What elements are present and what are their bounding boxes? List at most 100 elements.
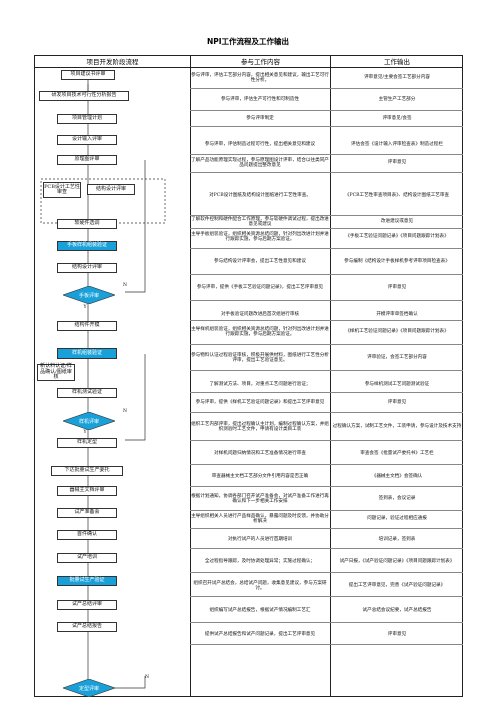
row-content: 了解产品功能原理实现过程，参与原理图设计评审，结合以往类同产品问题提出整改意见 [191,157,329,168]
node-feasibility-report: 研发项目技术可行性分析报告 [39,91,129,101]
row-output: 改进建议或意见 [380,219,414,225]
node-first-article: 首件确认 [57,530,117,540]
node-schematic-review: 原理图评审 [57,155,117,165]
decision-1-no: N [122,283,128,289]
node-new-material: 新认料认证/样品确认/图纸审核 [37,364,75,381]
divider-1 [190,56,191,696]
row-divider [190,215,463,216]
node-project-proposal-review: 项目建议书评审 [61,70,115,80]
row-divider [190,344,463,345]
page-title: NPI工作流程及工作输出 [206,37,290,46]
row-content: 了解软件控制和硬件配合工作原理，参与软硬件调试过程，提出改进意见或建议 [191,216,329,227]
row-content: 对执行试产的人员进行首期培训 [227,537,293,543]
decision-sample-label: 样机评审 [78,418,99,425]
row-divider [190,248,463,249]
divider-2 [330,56,331,696]
row-divider [190,440,463,441]
row-divider [190,510,463,511]
row-output: 《样机工艺验证问题记录》《项目问题跟踪计划表》 [345,329,449,335]
row-output: 评审意见 [387,632,407,638]
node-pcb-review: PCB设计工艺性审查 [43,182,81,198]
row-divider [190,486,463,487]
row-divider [190,548,463,549]
decision-prototype-label: 手板评审 [78,292,99,299]
row-output: 《手板工艺验证问题记录》《项目问题跟踪计划表》 [345,234,449,240]
node-trial-summary-review: 试产总结评审 [57,600,117,610]
row-content: 组织召开试产总结会，总结试产问题，收集意见建议，参与方案研讨。 [193,580,327,591]
row-content: 参与物料认证过程验证审核，积极开展供材料，图纸进行工艺性分析评审，提出工艺验证意… [191,352,329,363]
row-output: 参与编制《结构设计手板样机参考评审项目检查表》 [344,258,450,264]
row-content: 参与评审，评估生产可行性和可制造性 [220,97,300,103]
workflow-table: 项目开发阶段流程 参与工作内容 工作输出 参与评审，评估工艺部分内容，提出相关意… [34,55,463,698]
row-divider [190,228,463,229]
node-trial-prep: 试产准备会 [57,508,117,518]
row-output: 评审意见/会签 [382,116,412,122]
node-trial-order: 下达批量试生产委托 [51,466,123,476]
row-content: 主导样机组装验证，组织相关资源总结问题，针对列出改进计划并进行跟踪实施，参与后期… [191,326,329,337]
row-content: 组织工艺内部评审，提出过程确认主计划，编制过程确认方案，并组织测验时工艺文件，申… [191,421,329,432]
row-output: 过程确认方案，试制工艺文件，工装申请，参与设计及技术支持 [332,424,462,430]
row-divider [190,572,463,573]
row-content: 参与评审，提供《手板工艺验证问题记录》，提出工艺评审意见 [196,285,324,291]
row-content: 了解测试方法、项目，对重点工艺问题进行验证； [209,382,311,388]
node-trial-training: 试产培训 [57,553,117,563]
row-content: 主导手板组装验证，组织相关资源总结问题，针对列出改进计划并进行跟踪实施，参与后期… [191,231,329,242]
row-divider [190,644,463,645]
row-divider [190,412,463,413]
row-content: 主导组织相关人员进行产品样品确认，暴露问题及时反馈，并协助分析解决 [191,513,329,524]
node-structure-review: 结构设计评审 [87,184,135,195]
decision-prototype-review: 手板评审 [62,285,116,305]
node-structure-review-2: 结构设计评审 [57,263,117,273]
row-divider [190,88,463,89]
row-content: 根据计划通知，协调各部门召开试产准备会，对试产准备工作进行再确认和下一步相关工作… [191,493,329,504]
row-output: 《PCB工艺性审查项目表》、结构设计图纸工艺审查 [344,193,450,199]
row-content: 对样机问题归纳情况和工艺准备情况进行审查 [214,451,306,457]
row-output: 评估会签《设计输入评审检查表》制造过程栏 [351,142,443,148]
row-divider [190,274,463,275]
row-divider [190,154,463,155]
decision-3-no: N [144,675,150,681]
row-content: 参与评审制定 [246,116,274,122]
node-software-hardware: 软硬件选调 [57,219,117,229]
row-divider [190,528,463,529]
decision-2-no: N [122,409,128,415]
node-mold-opening: 结构件开模 [57,321,117,331]
row-content: 提供试产总结报告和试产问题记录，提出工艺评审意见 [204,632,316,638]
row-output: 参与样机测试工艺问题测试验证 [364,382,430,388]
row-divider [190,110,463,111]
decision-1-yes: Y [83,305,87,311]
row-output: 培训记录，签到表 [378,537,416,543]
row-output: 签到表，会议记录 [378,496,416,502]
decision-2-yes: Y [83,430,87,436]
row-divider [190,126,463,127]
row-output: 主管生产工艺部分 [378,97,416,103]
node-sample-finalize: 样机定型 [57,438,117,448]
node-project-plan: 项目管理计划 [57,114,117,124]
row-content: 对PCB设计图纸及结构设计图纸进行工艺性审查。 [209,193,311,199]
row-output: 《器械主文档》会签确认 [371,474,423,480]
row-divider [190,596,463,597]
row-output: 审查会签《批量试产委托书》工艺栏 [360,451,434,457]
row-divider [190,622,463,623]
node-sample-assembly: 样机组装验证 [57,348,117,359]
header-flow: 项目开发阶段流程 [35,56,190,68]
header-content: 参与工作内容 [190,56,331,68]
row-output: 评审意见/主要会签工艺部分内容 [364,75,430,81]
row-divider [190,392,463,393]
decision-final-review: 定型评审 [62,678,116,698]
node-dmr-review: 器械主文档评审 [57,486,117,496]
row-output: 问题记录，验证过程相应通报 [367,516,427,522]
row-divider [190,172,463,173]
row-content: 参与结构设计评审会，提出工艺性意见和建议 [214,258,306,264]
row-output: 提出工艺评审意见，完善《试产验证问题记录》 [348,583,446,589]
row-output: 试产总结会议纪要，试产总结报告 [362,608,432,614]
row-content: 参与评审，评估工艺部分内容，提出相关意见和建议，输出工艺可行性分析。 [191,72,329,83]
row-divider [190,370,463,371]
row-divider [190,320,463,321]
header-output: 工作输出 [331,56,463,68]
row-content: 全过程指导跟踪，及时协调处理异常；实施过程确认； [204,559,316,565]
node-design-input-review: 设计输入评审 [57,135,117,145]
row-divider [190,464,463,465]
row-content: 审查器械主文档工艺部分文件引用内容是否正确 [211,474,309,480]
row-output: 开模评审单签档确认 [376,312,418,318]
